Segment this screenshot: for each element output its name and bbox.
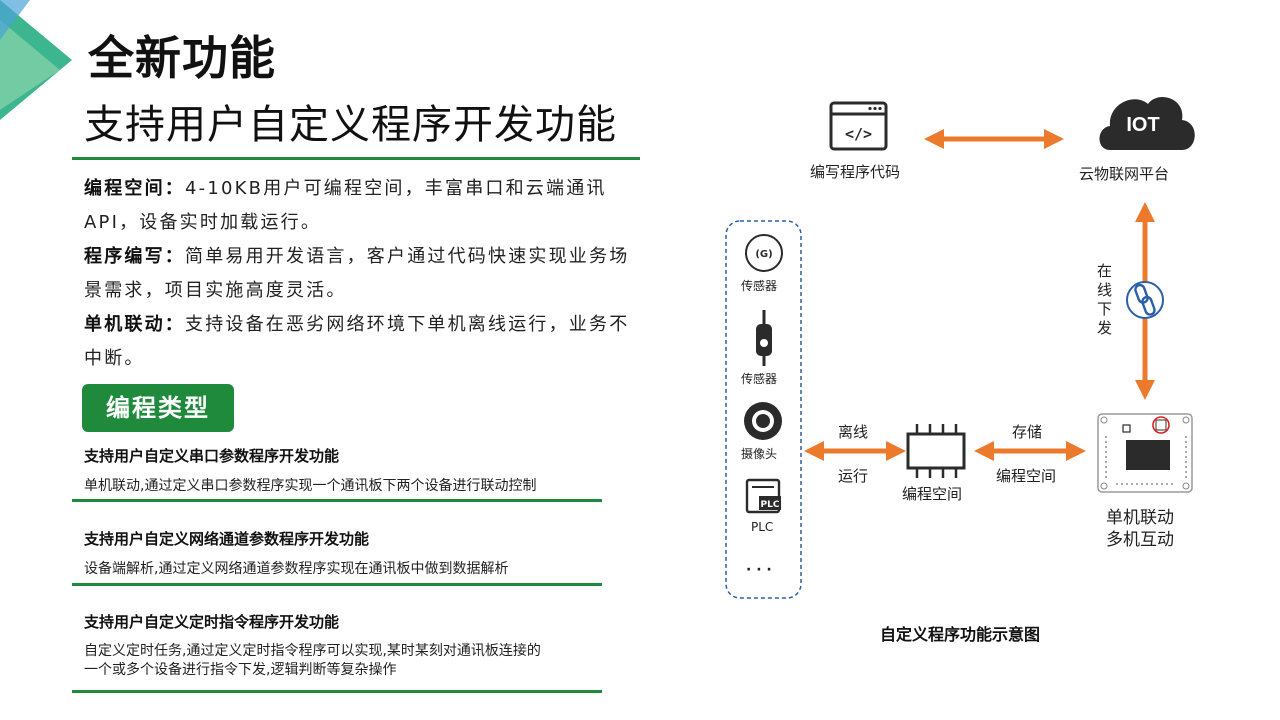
type-item: 支持用户自定义定时指令程序开发功能 自定义定时任务,通过定义定时指令程序可以实现…: [84, 612, 624, 680]
type-title: 支持用户自定义定时指令程序开发功能: [84, 613, 340, 631]
device-label: 传感器: [741, 372, 778, 386]
device-label: 摄像头: [741, 447, 778, 461]
chip-label: 编程空间: [902, 485, 963, 503]
type-desc: 自定义定时任务,通过定义定时指令程序可以实现,某时某刻对通讯板连接的 一个或多个…: [84, 643, 541, 678]
type-desc: 设备端解析,通过定义网络通道参数程序实现在通讯板中做到数据解析: [84, 561, 509, 577]
cloud-icon: IOT: [1099, 97, 1195, 150]
svg-text:IOT: IOT: [1126, 114, 1159, 136]
probe-sensor-icon: [756, 310, 772, 366]
divider: [72, 690, 602, 693]
space-label: 编程空间: [996, 467, 1057, 485]
type-desc: 单机联动,通过定义串口参数程序实现一个通讯板下两个设备进行联动控制: [84, 478, 537, 494]
programming-types-badge: 编程类型: [82, 384, 234, 432]
diagram-caption: 自定义程序功能示意图: [880, 625, 1041, 644]
svg-text:PLC: PLC: [761, 500, 780, 510]
feature-item: 程序编写：简单易用开发语言，客户通过代码快速实现业务场景需求，项目实施高度灵活。: [84, 246, 630, 301]
divider: [72, 499, 602, 502]
code-label: 编写程序代码: [810, 163, 901, 181]
code-window-icon: </>: [829, 101, 888, 151]
svg-text:(G): (G): [755, 249, 772, 260]
device-label: 传感器: [741, 279, 778, 293]
board-label: 单机联动: [1106, 508, 1174, 528]
type-title: 支持用户自定义串口参数程序开发功能: [84, 447, 340, 465]
corner-decoration: [0, 0, 72, 120]
plc-icon: PLC: [745, 478, 781, 514]
device-label: PLC: [751, 520, 774, 534]
offline-label: 离线: [838, 423, 869, 441]
link-icon: [1126, 281, 1164, 319]
run-label: 运行: [838, 467, 869, 485]
sensor-icon: (G): [745, 234, 783, 272]
online-delivery-label: 在线下发: [1097, 262, 1113, 337]
type-item: 支持用户自定义串口参数程序开发功能 单机联动,通过定义串口参数程序实现一个通讯板…: [84, 446, 624, 496]
device-panel: [725, 220, 802, 599]
type-title: 支持用户自定义网络通道参数程序开发功能: [84, 530, 370, 548]
storage-label: 存储: [1012, 423, 1043, 441]
feature-item: 单机联动：支持设备在恶劣网络环境下单机离线运行，业务不中断。: [84, 314, 630, 369]
board-icon: [1097, 413, 1193, 493]
feature-list: 编程空间：4-10KB用户可编程空间，丰富串口和云端通讯API，设备实时加载运行…: [84, 172, 644, 376]
type-item: 支持用户自定义网络通道参数程序开发功能 设备端解析,通过定义网络通道参数程序实现…: [84, 529, 624, 579]
cloud-label: 云物联网平台: [1079, 165, 1170, 183]
board-label: 多机互动: [1106, 530, 1174, 550]
page-title: 全新功能: [88, 31, 276, 85]
svg-text:</>: </>: [845, 125, 872, 143]
divider: [72, 157, 640, 160]
more-devices: · · ·: [746, 562, 772, 578]
divider: [72, 583, 602, 586]
chip-icon: [906, 424, 966, 478]
page-subtitle: 支持用户自定义程序开发功能: [84, 102, 617, 148]
feature-item: 编程空间：4-10KB用户可编程空间，丰富串口和云端通讯API，设备实时加载运行…: [84, 178, 607, 233]
camera-icon: [744, 402, 782, 440]
